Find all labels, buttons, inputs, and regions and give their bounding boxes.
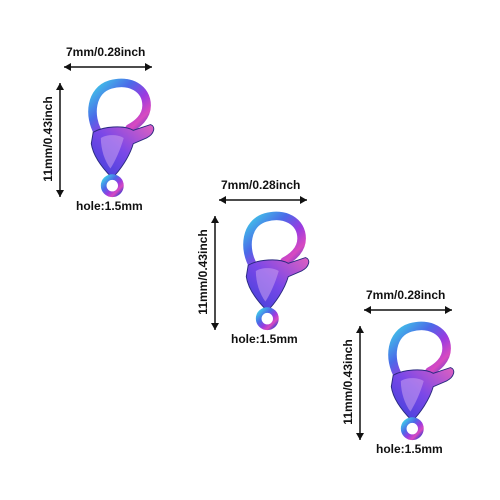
width-label: 7mm/0.28inch: [66, 45, 146, 59]
width-label: 7mm/0.28inch: [366, 288, 446, 302]
height-arrow: [356, 326, 364, 440]
lobster-clasp-image: [368, 318, 468, 442]
height-label: 11mm/0.43inch: [41, 96, 55, 182]
height-label: 11mm/0.43inch: [196, 229, 210, 315]
height-arrow: [211, 216, 219, 330]
hole-label: hole:1.5mm: [76, 199, 143, 213]
clasp-group-2: 7mm/0.28inch 11mm/0.43inch hole:1.5mm: [195, 178, 335, 358]
height-arrow: [56, 83, 64, 197]
lobster-clasp-image: [223, 208, 323, 332]
width-arrow: [219, 196, 307, 204]
width-label: 7mm/0.28inch: [221, 178, 301, 192]
width-arrow: [364, 306, 452, 314]
lobster-clasp-image: [68, 75, 168, 199]
clasp-group-1: 7mm/0.28inch 11mm/0.43inch hole:1.5mm: [40, 45, 180, 225]
width-arrow: [64, 63, 152, 71]
height-label: 11mm/0.43inch: [341, 339, 355, 425]
hole-label: hole:1.5mm: [231, 332, 298, 346]
hole-label: hole:1.5mm: [376, 442, 443, 456]
clasp-group-3: 7mm/0.28inch 11mm/0.43inch hole:1.5mm: [340, 288, 480, 468]
